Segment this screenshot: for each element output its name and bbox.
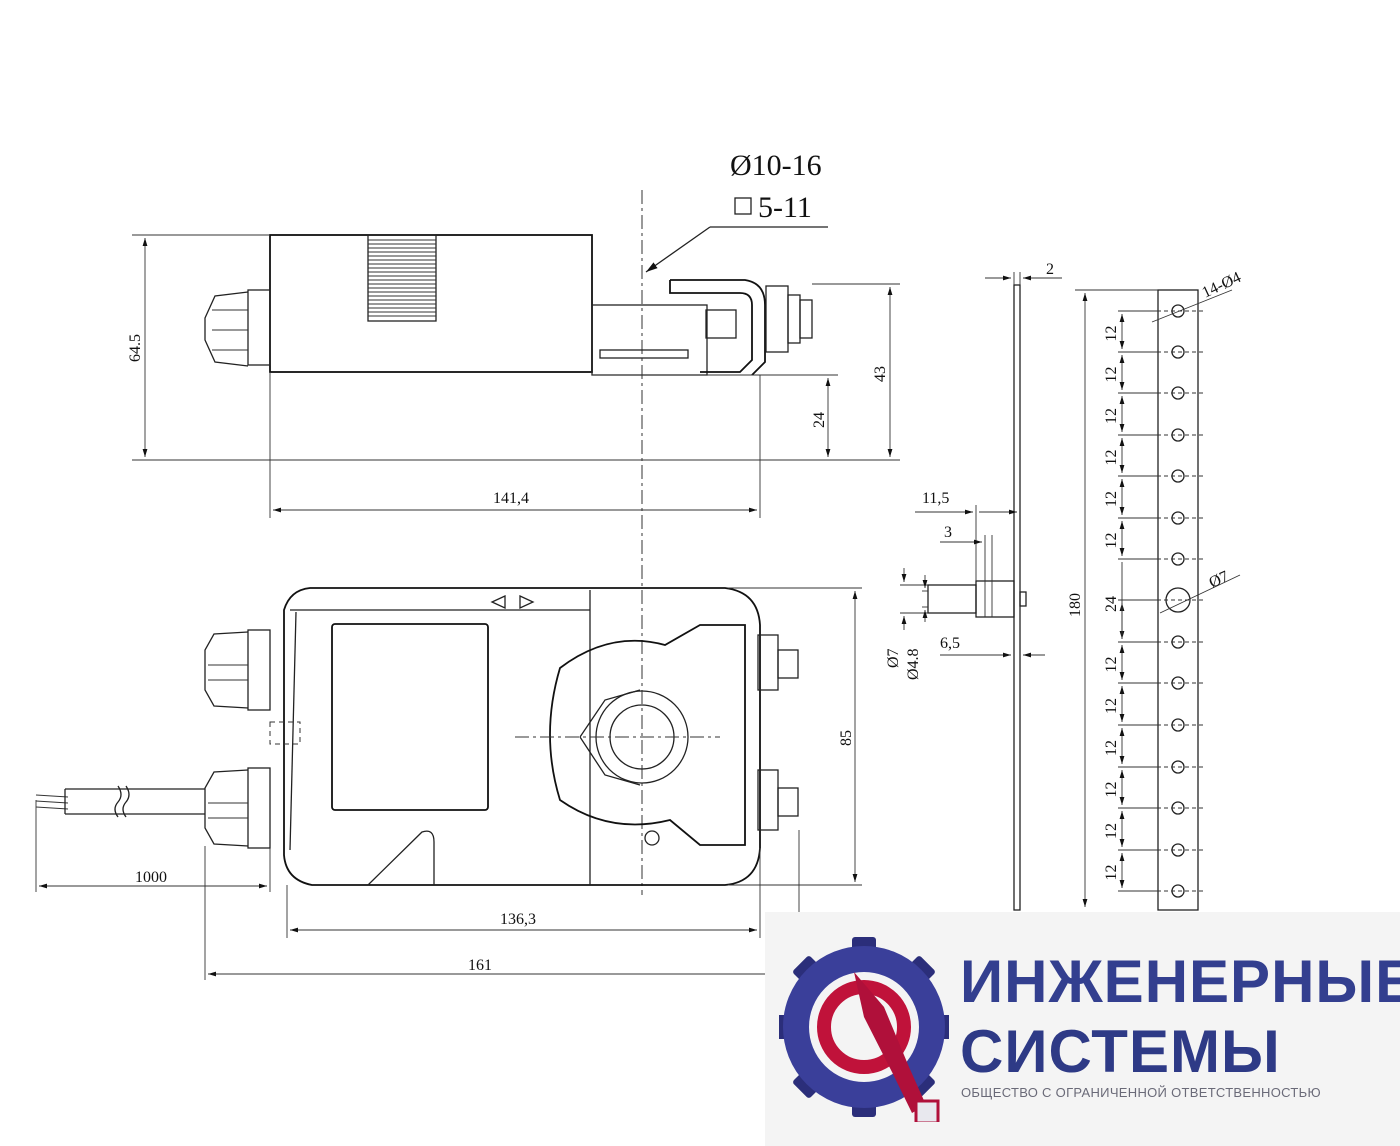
front-gland-lower <box>204 767 271 849</box>
dim-pitch: 12 <box>1103 326 1120 342</box>
front-housing <box>283 587 761 886</box>
direction-arrows <box>490 594 535 610</box>
svg-text:11,5: 11,5 <box>922 490 949 507</box>
logo-subtitle: ОБЩЕСТВО С ОГРАНИЧЕННОЙ ОТВЕТСТВЕННОСТЬЮ <box>961 1085 1321 1100</box>
top-cable-gland <box>204 289 271 367</box>
dim-pitch: 12 <box>1103 865 1120 881</box>
dim-pitch: 12 <box>1103 450 1120 466</box>
svg-text:6,5: 6,5 <box>940 635 960 652</box>
shaft-diameter-label: Ø10-16 <box>730 149 822 182</box>
svg-text:43: 43 <box>872 366 889 382</box>
svg-text:14-Ø4: 14-Ø4 <box>1200 269 1244 302</box>
front-gland-upper <box>204 629 271 711</box>
logo-title-line2: СИСТЕМЫ <box>960 1018 1281 1085</box>
dim-height-shaft: 24 <box>760 374 838 457</box>
svg-text:Ø7: Ø7 <box>885 648 902 668</box>
dim-cable: 1000 <box>35 800 271 892</box>
dim-pitch: 12 <box>1103 657 1120 673</box>
bracket-strip: 180 12 12 12 12 12 12 12 12 12 12 12 12 24 14-Ø4 Ø7 <box>1067 269 1244 911</box>
dim-pitch: 12 <box>1103 367 1120 383</box>
svg-text:161: 161 <box>468 957 492 974</box>
svg-text:3: 3 <box>944 524 952 541</box>
shaft-square-label: 5-11 <box>758 191 812 224</box>
bracket-side-view: 2 11,5 3 6,5 Ø7 Ø4.8 <box>885 261 1062 911</box>
top-view: 64.5 43 24 141,4 <box>127 234 900 518</box>
dim-pitch: 12 <box>1103 823 1120 839</box>
dim-length: 141,4 <box>269 372 761 518</box>
svg-text:136,3: 136,3 <box>500 911 536 928</box>
dim-pitch: 12 <box>1103 782 1120 798</box>
dim-height-clamp: 43 <box>760 283 900 461</box>
front-view: 85 1000 136,3 161 <box>35 587 862 980</box>
svg-text:2: 2 <box>1046 261 1054 278</box>
svg-text:180: 180 <box>1067 593 1084 617</box>
company-logo: ИНЖЕНЕРНЫЕ СИСТЕМЫ ОБЩЕСТВО С ОГРАНИЧЕНН… <box>765 912 1400 1146</box>
square-symbol <box>734 197 752 215</box>
dim-pitch: 12 <box>1103 740 1120 756</box>
dim-pitch: 12 <box>1103 533 1120 549</box>
top-ribs <box>367 234 437 322</box>
svg-text:64.5: 64.5 <box>127 334 144 362</box>
dim-pitch: 12 <box>1103 698 1120 714</box>
svg-text:85: 85 <box>838 730 855 746</box>
front-clamp <box>515 624 799 846</box>
top-clamp <box>591 279 813 376</box>
dim-pitch: 12 <box>1103 408 1120 424</box>
svg-text:141,4: 141,4 <box>493 490 529 507</box>
svg-text:Ø4.8: Ø4.8 <box>905 648 922 680</box>
manual-release <box>367 830 435 886</box>
gear-wrench-icon <box>779 937 949 1122</box>
cable <box>35 785 205 818</box>
logo-title-line1: ИНЖЕНЕРНЫЕ <box>960 948 1400 1015</box>
shaft-size-callout: Ø10-16 5-11 <box>645 149 828 273</box>
svg-text:1000: 1000 <box>135 869 167 886</box>
label-window <box>331 623 489 811</box>
dim-total: 161 <box>204 830 800 980</box>
svg-text:24: 24 <box>811 412 828 428</box>
dim-center-pitch: 24 <box>1103 596 1120 612</box>
dim-height-total: 64.5 <box>127 234 760 461</box>
dim-front-height: 85 <box>728 587 862 886</box>
svg-text:Ø7: Ø7 <box>1207 568 1232 592</box>
dim-pitch: 12 <box>1103 491 1120 507</box>
dim-body: 136,3 <box>286 848 761 938</box>
